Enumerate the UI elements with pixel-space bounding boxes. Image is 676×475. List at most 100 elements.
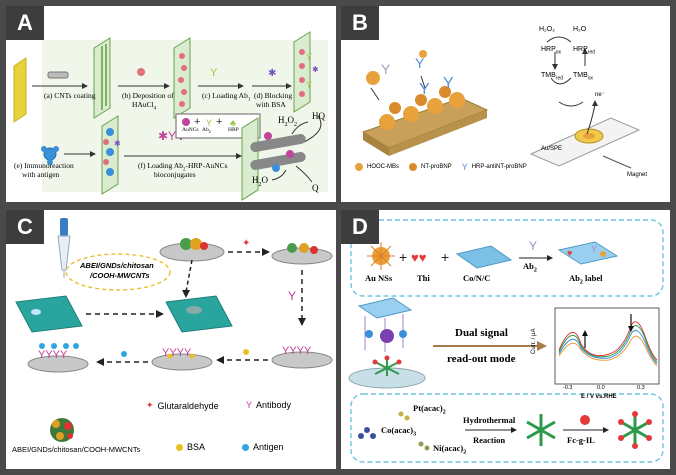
hooc-mbs-icon bbox=[355, 163, 363, 171]
reaction-label: Reaction bbox=[473, 435, 506, 445]
panel-a-label: A bbox=[6, 6, 44, 40]
legend-ab2: Ab2 bbox=[202, 127, 211, 135]
glutaraldehyde-step-icon: ✦ bbox=[242, 238, 250, 249]
bsa-step-icon bbox=[243, 349, 249, 355]
electrode-label: Au/SPE bbox=[541, 146, 563, 152]
antigen-center bbox=[380, 329, 394, 343]
thi-label: Thi bbox=[417, 273, 430, 283]
au-nanostar-icon bbox=[367, 242, 395, 270]
cnt-icon bbox=[47, 71, 69, 79]
panel-b: Y Y Y Y B H₂O₂ H₂O HRPox HRPred TMBred T… bbox=[341, 6, 670, 202]
legend-bsa-text: BSA bbox=[187, 442, 206, 452]
svg-text:YYYY: YYYY bbox=[38, 349, 68, 361]
svg-text:Y: Y bbox=[381, 61, 391, 77]
pipette-icon bbox=[57, 218, 71, 278]
legend-glutaraldehyde-text: Glutaraldehyde bbox=[157, 400, 219, 411]
fc-g-il-label: Fc-g-IL bbox=[567, 435, 595, 445]
cycle-tmb-ox: TMBox bbox=[573, 72, 594, 82]
svg-text:✱: ✱ bbox=[312, 65, 319, 74]
panel-a-illustration: Y ✱ Y Y ✱ ✱ ✱Y✱ + Y + ♣ bbox=[13, 31, 328, 201]
legend-hrp-antibody: HRP-antiNT-proBNP bbox=[471, 164, 527, 170]
panel-b-label: B bbox=[341, 6, 379, 40]
cv-xlabel: E / V vs.RHE bbox=[581, 394, 617, 400]
legend-antigen-text: Antigen bbox=[253, 442, 284, 452]
bubble-text-1: ABEI/GNDs/chitosan bbox=[80, 261, 154, 270]
glass-strip-1 bbox=[15, 295, 83, 333]
step-a-label: (a) CNTs coating bbox=[44, 91, 96, 100]
step-b-label-2: HAuCl4 bbox=[132, 100, 157, 112]
svg-text:♣: ♣ bbox=[230, 118, 236, 128]
legend-glutaraldehyde: ✦ Glutaraldehyde bbox=[146, 400, 219, 411]
disc-antigen bbox=[27, 355, 89, 373]
svg-text:+: + bbox=[399, 249, 407, 265]
step-f-label: (f) Loading Ab2-HRP-AuNCs bbox=[138, 161, 228, 173]
legend-hrp: HRP bbox=[228, 127, 239, 133]
composite-bubble bbox=[65, 253, 171, 291]
bimetallic-nanostructure bbox=[372, 355, 402, 376]
panel-d-label: D bbox=[341, 210, 379, 244]
cycle-hrp-ox: HRPox bbox=[541, 46, 562, 56]
ab2-icon: Y bbox=[529, 239, 537, 253]
svg-text:Y: Y bbox=[443, 75, 454, 92]
panel-b-illustration: Y Y Y Y bbox=[361, 36, 641, 169]
bottom-synthesis-box bbox=[350, 393, 664, 463]
functionalized-nanostructure-icon bbox=[618, 411, 652, 449]
svg-text:+: + bbox=[194, 116, 200, 128]
step-d-label: (d) Blocking bbox=[254, 91, 293, 100]
thionine-icon: ♥♥ bbox=[411, 250, 427, 265]
cv-curves bbox=[558, 321, 658, 367]
svg-text:Y: Y bbox=[415, 55, 425, 71]
cycle-tmb-red: TMBred bbox=[541, 72, 564, 82]
gold-particle-icon bbox=[137, 68, 145, 76]
legend-antibody: Y Antibody bbox=[246, 400, 291, 410]
glutaraldehyde-icon: ✦ bbox=[146, 400, 154, 410]
nt-probnp-icon bbox=[409, 163, 417, 171]
hrp-antibody-icon: Y bbox=[461, 162, 468, 172]
arrow-to-immunoreaction bbox=[303, 115, 322, 143]
co-n-c-sheet bbox=[455, 245, 513, 269]
cycle-h2o: H₂O bbox=[573, 26, 587, 33]
label-sheet-bound bbox=[357, 297, 413, 319]
svg-text:YYYY: YYYY bbox=[162, 347, 192, 359]
cv-xtick-1: -0.3 bbox=[563, 385, 573, 391]
step-c-label: (c) Loading Ab1 bbox=[202, 91, 251, 103]
step-d-label-2: with BSA bbox=[256, 100, 286, 109]
hq-label: HQ bbox=[312, 111, 325, 121]
magnet-pointer bbox=[602, 155, 632, 169]
svg-text:♥: ♥ bbox=[567, 248, 572, 258]
glass-strip-2 bbox=[165, 295, 233, 333]
svg-text:YYYY: YYYY bbox=[282, 345, 312, 357]
cv-xtick-3: 0.3 bbox=[637, 385, 645, 391]
antibody-icon: Y bbox=[210, 67, 218, 79]
disc-antibody bbox=[271, 351, 333, 369]
co-acac-icon bbox=[364, 427, 370, 433]
svg-text:Y: Y bbox=[206, 118, 212, 128]
cnt-bundle bbox=[250, 134, 306, 152]
panel-d-illustration: + ♥♥ + Y ♥ Y bbox=[348, 219, 664, 463]
svg-text:Y: Y bbox=[306, 52, 312, 62]
dual-signal-text: Dual signal bbox=[455, 327, 508, 339]
nanostructure-icon bbox=[526, 414, 556, 446]
arrow-to-q bbox=[295, 165, 313, 183]
antibody-hrp-icon: Y bbox=[419, 81, 430, 98]
co-n-c-label: Co/N/C bbox=[463, 273, 491, 283]
magnetic-beads bbox=[379, 86, 465, 130]
h2o2-label: H2O2 bbox=[278, 115, 297, 128]
svg-text:✱: ✱ bbox=[114, 139, 121, 148]
legend-auncs: AuNCs bbox=[182, 127, 199, 133]
panel-c-label: C bbox=[6, 210, 44, 244]
svg-text:Y: Y bbox=[591, 244, 597, 254]
svg-text:Y: Y bbox=[306, 80, 312, 90]
antigen-step-icon bbox=[121, 351, 127, 357]
cv-xtick-2: 0.0 bbox=[597, 385, 605, 391]
ab2-label-product: Ab2 label bbox=[569, 273, 603, 286]
step-e-label-2: with antigen bbox=[22, 170, 60, 179]
cycle-hrp-red: HRPred bbox=[573, 46, 596, 56]
bsa-icon: ✱ bbox=[268, 68, 276, 79]
panel-a: Y ✱ Y Y ✱ ✱ ✱Y✱ + Y + ♣ bbox=[6, 6, 336, 202]
composite-icon bbox=[50, 418, 74, 442]
bare-electrode bbox=[13, 57, 27, 123]
svg-text:+: + bbox=[441, 249, 449, 265]
step-b-label: (b) Deposition of bbox=[122, 91, 174, 100]
pt-acac-icon bbox=[398, 411, 404, 417]
